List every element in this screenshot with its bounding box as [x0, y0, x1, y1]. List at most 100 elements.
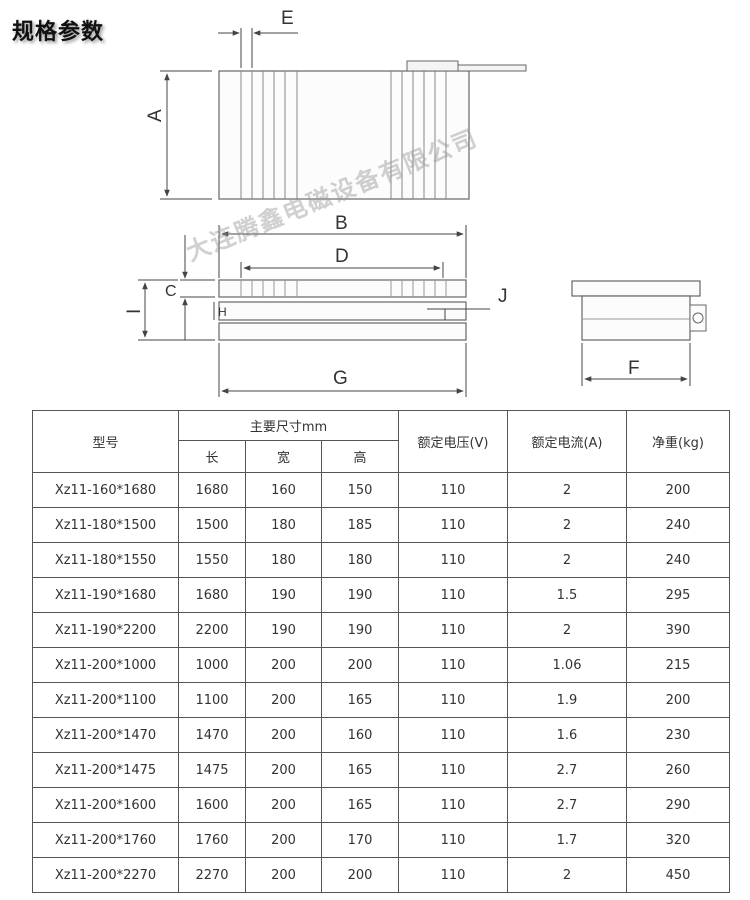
header-weight: 净重(kg): [626, 410, 730, 473]
cell-height: 180: [321, 542, 399, 578]
cell-weight: 230: [626, 717, 730, 753]
cell-weight: 240: [626, 542, 730, 578]
cell-height: 190: [321, 577, 399, 613]
cell-weight: 260: [626, 752, 730, 788]
cell-weight: 200: [626, 472, 730, 508]
cell-length: 1475: [178, 752, 246, 788]
cell-length: 2270: [178, 857, 246, 893]
cell-current: 2: [507, 472, 627, 508]
cell-height: 165: [321, 752, 399, 788]
dimension-drawing: E A B D C H I J G F: [124, 8, 707, 397]
cell-model: Xz11-180*1550: [32, 542, 179, 578]
label-e: E: [281, 8, 294, 29]
label-g: G: [333, 368, 348, 389]
label-b: B: [335, 213, 348, 234]
cell-current: 2: [507, 612, 627, 648]
cell-current: 2.7: [507, 752, 627, 788]
cell-current: 2: [507, 507, 627, 543]
top-view: [160, 28, 527, 200]
cell-height: 170: [321, 822, 399, 858]
label-d: D: [335, 246, 349, 267]
header-height: 高: [321, 440, 399, 473]
cell-voltage: 110: [398, 612, 508, 648]
cell-voltage: 110: [398, 647, 508, 683]
cell-weight: 390: [626, 612, 730, 648]
cell-model: Xz11-160*1680: [32, 472, 179, 508]
cell-model: Xz11-200*2270: [32, 857, 179, 893]
section-heading: 规格参数: [12, 20, 105, 45]
label-i: I: [124, 309, 145, 314]
label-a: A: [145, 109, 166, 122]
cell-current: 1.7: [507, 822, 627, 858]
cell-width: 200: [245, 647, 322, 683]
cell-weight: 295: [626, 577, 730, 613]
label-h: H: [218, 305, 227, 319]
cell-model: Xz11-200*1000: [32, 647, 179, 683]
cell-model: Xz11-200*1475: [32, 752, 179, 788]
cell-height: 160: [321, 717, 399, 753]
cell-height: 150: [321, 472, 399, 508]
cell-model: Xz11-190*1680: [32, 577, 179, 613]
cell-current: 1.9: [507, 682, 627, 718]
cell-current: 2.7: [507, 787, 627, 823]
cell-current: 1.6: [507, 717, 627, 753]
cell-model: Xz11-200*1100: [32, 682, 179, 718]
cell-length: 1680: [178, 472, 246, 508]
cell-length: 1100: [178, 682, 246, 718]
cell-weight: 240: [626, 507, 730, 543]
cell-width: 180: [245, 542, 322, 578]
cell-height: 185: [321, 507, 399, 543]
cell-width: 160: [245, 472, 322, 508]
cell-height: 165: [321, 787, 399, 823]
cell-voltage: 110: [398, 717, 508, 753]
cell-width: 200: [245, 682, 322, 718]
header-current: 额定电流(A): [507, 410, 627, 473]
cell-length: 1550: [178, 542, 246, 578]
side-view: [571, 280, 707, 386]
cell-current: 2: [507, 857, 627, 893]
cell-length: 1000: [178, 647, 246, 683]
cell-width: 200: [245, 857, 322, 893]
cell-voltage: 110: [398, 542, 508, 578]
cell-width: 180: [245, 507, 322, 543]
cell-weight: 200: [626, 682, 730, 718]
cell-current: 1.06: [507, 647, 627, 683]
header-width: 宽: [245, 440, 322, 473]
cell-voltage: 110: [398, 822, 508, 858]
label-j: J: [498, 286, 508, 307]
header-model: 型号: [32, 410, 179, 473]
cell-width: 190: [245, 577, 322, 613]
cell-voltage: 110: [398, 472, 508, 508]
cell-weight: 450: [626, 857, 730, 893]
cell-height: 200: [321, 647, 399, 683]
cell-model: Xz11-200*1470: [32, 717, 179, 753]
cell-length: 1680: [178, 577, 246, 613]
label-c: C: [165, 283, 177, 300]
header-dimensions: 主要尺寸mm: [178, 410, 399, 441]
header-length: 长: [178, 440, 246, 473]
cell-model: Xz11-200*1760: [32, 822, 179, 858]
cell-weight: 290: [626, 787, 730, 823]
cell-current: 2: [507, 542, 627, 578]
cell-model: Xz11-180*1500: [32, 507, 179, 543]
cell-voltage: 110: [398, 752, 508, 788]
front-view: [138, 225, 490, 397]
cell-height: 200: [321, 857, 399, 893]
cell-length: 1470: [178, 717, 246, 753]
cell-voltage: 110: [398, 857, 508, 893]
cell-width: 200: [245, 787, 322, 823]
cell-length: 1600: [178, 787, 246, 823]
cell-weight: 320: [626, 822, 730, 858]
